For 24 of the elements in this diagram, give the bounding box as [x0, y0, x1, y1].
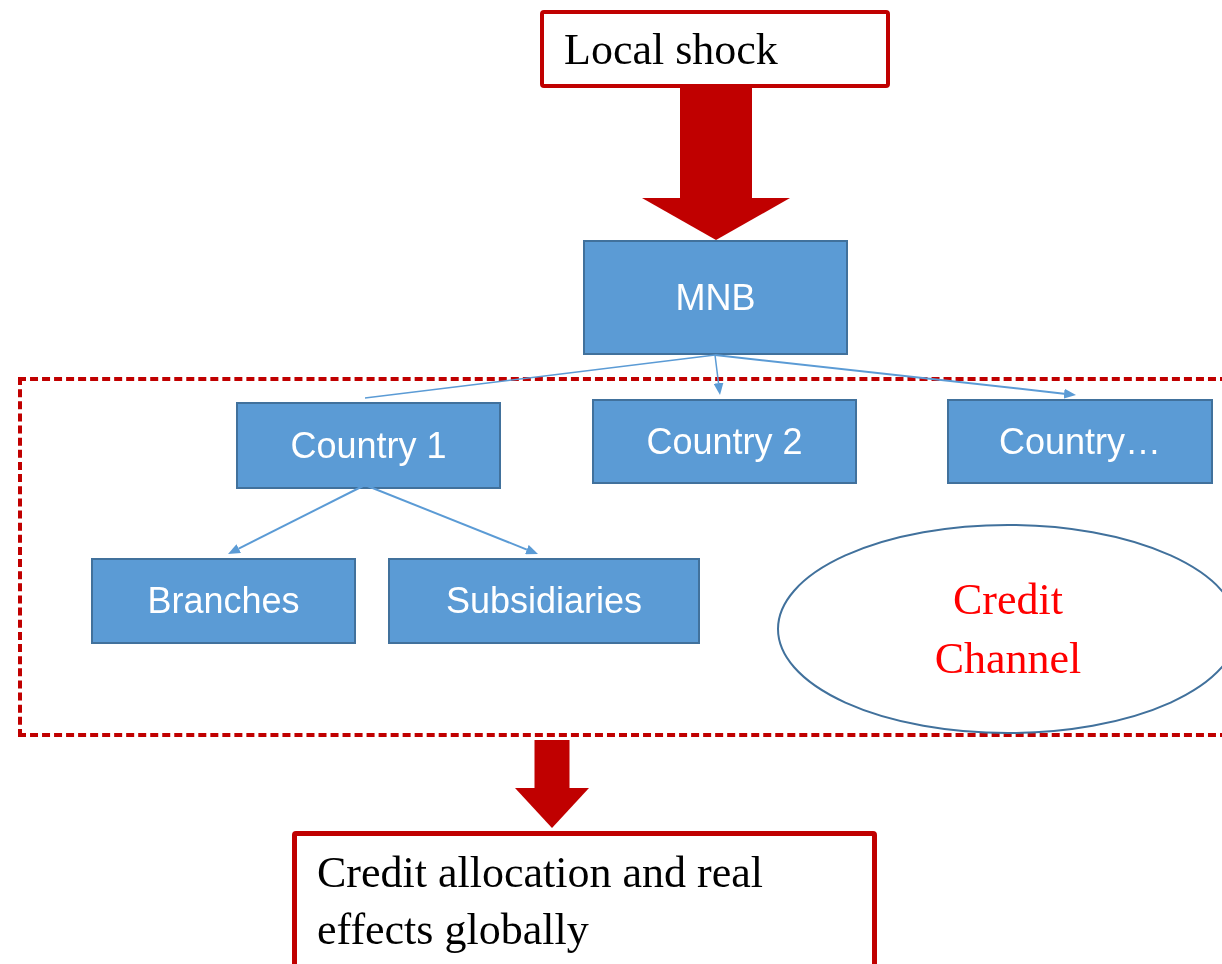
process-box	[592, 399, 857, 484]
node-text: Credit allocation and real effects globally	[317, 847, 764, 957]
process-box	[91, 558, 356, 644]
dashed-region	[18, 377, 1222, 737]
arrow	[364, 484, 538, 555]
node-text: Local shock	[564, 23, 778, 76]
node-text: Subsidiaries	[445, 579, 643, 623]
process-box	[583, 240, 848, 355]
node-text: MNB	[675, 275, 756, 320]
process-box	[947, 399, 1213, 484]
arrow	[714, 354, 1076, 399]
arrow	[228, 484, 366, 554]
node-text: Country…	[998, 419, 1162, 464]
block-arrow	[515, 740, 589, 828]
process-box	[388, 558, 700, 644]
process-box	[292, 831, 877, 964]
node-text: Branches	[147, 579, 300, 623]
node-text: Country 2	[646, 419, 803, 464]
node-text: Country 1	[290, 423, 447, 468]
node-text: Credit Channel	[933, 573, 1083, 685]
process-box	[540, 10, 890, 88]
arrow	[713, 354, 724, 395]
process-box	[236, 402, 501, 489]
block-arrow	[642, 88, 790, 240]
